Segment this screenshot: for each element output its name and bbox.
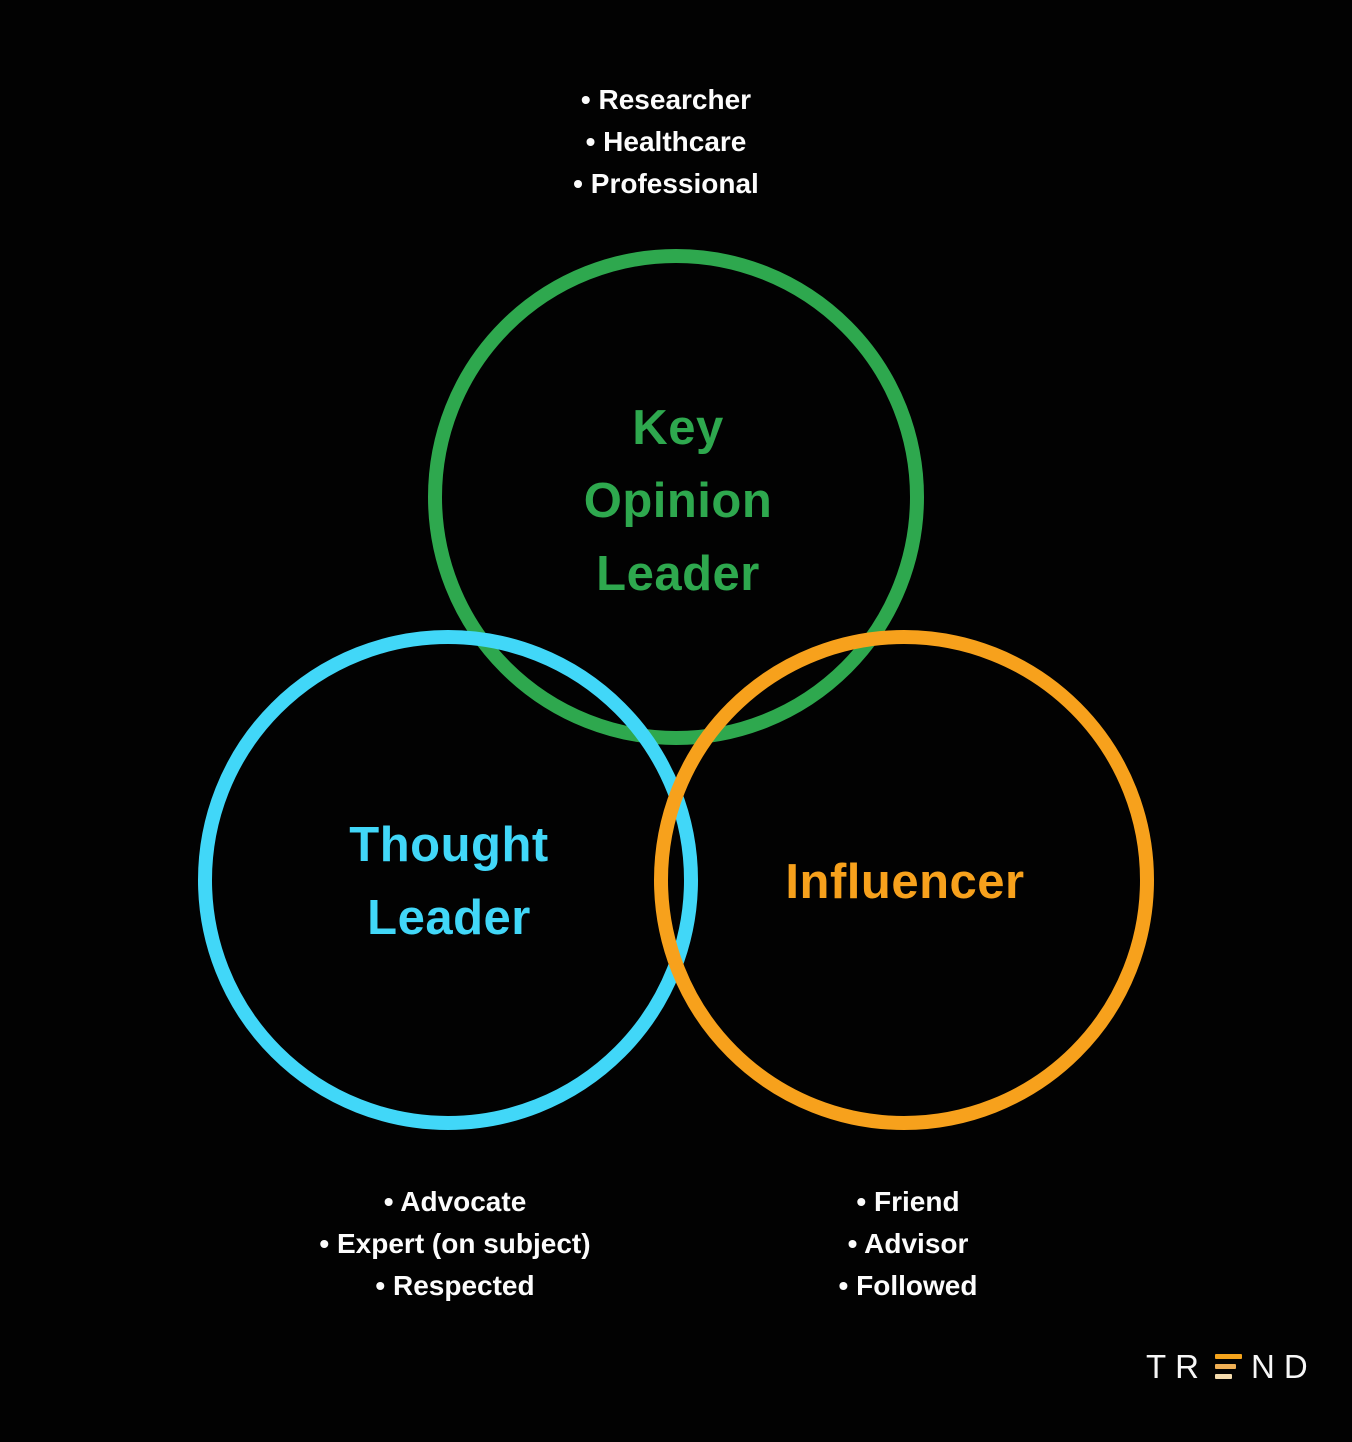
bullet-item: • Respected [375,1270,535,1301]
influencer-bullets-list: • Friend • Advisor • Followed [839,1181,978,1307]
trend-logo: TR ND [1146,1350,1317,1383]
thought-leader-bullets-list: • Advocate • Expert (on subject) • Respe… [319,1181,590,1307]
bullet-item: • Professional [573,168,759,199]
influencer-label-line: Influencer [785,855,1025,909]
bullet-item: • Followed [838,1270,978,1301]
trend-logo-suffix: ND [1251,1348,1317,1385]
bullet-item: • Friend [856,1186,960,1217]
thought-leader-label-line: Leader [367,891,531,945]
circle-thought-leader [198,630,698,1130]
bullet-item: • Advisor [847,1228,969,1259]
circle-key-opinion-leader [428,249,924,745]
bullet-item: • Expert (on subject) [319,1228,591,1259]
influencer-circle-label: Influencer [785,846,1024,919]
kol-bullets-list: • Researcher • Healthcare • Professional [573,79,759,205]
trend-logo-e-bars-icon [1215,1354,1242,1379]
bullet-item: • Advocate [383,1186,527,1217]
trend-logo-prefix: TR [1146,1348,1208,1385]
kol-circle-label: Key Opinion Leader [584,392,773,611]
thought-leader-circle-label: Thought Leader [349,809,548,955]
bullet-item: • Healthcare [585,126,747,157]
thought-leader-label-line: Thought [349,818,549,872]
bullet-item: • Researcher [580,84,752,115]
kol-label-line: Opinion [583,474,773,528]
kol-label-line: Leader [596,547,760,601]
circle-influencer [654,630,1154,1130]
kol-label-line: Key [632,401,724,455]
